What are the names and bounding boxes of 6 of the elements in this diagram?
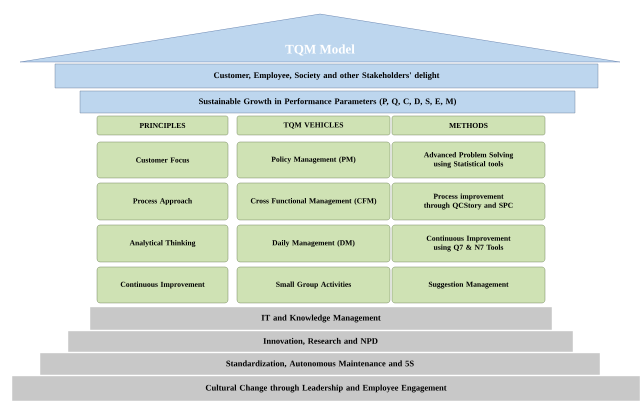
rectangle-band: Customer, Employee, Society and other Stakeholders' delight — [54, 64, 598, 88]
rectangle-band: Sustainable Growth in Performance Parameters (P, Q, C, D, S, E, M) — [80, 90, 576, 114]
step-band: IT and Knowledge Management — [90, 306, 552, 330]
step-band: Innovation, Research and NPD — [68, 330, 574, 352]
step-band: Cultural Change through Leadership and Employee Engagement — [12, 376, 640, 401]
step-band: Standardization, Autonomous Maintenance and 5S — [40, 352, 600, 376]
